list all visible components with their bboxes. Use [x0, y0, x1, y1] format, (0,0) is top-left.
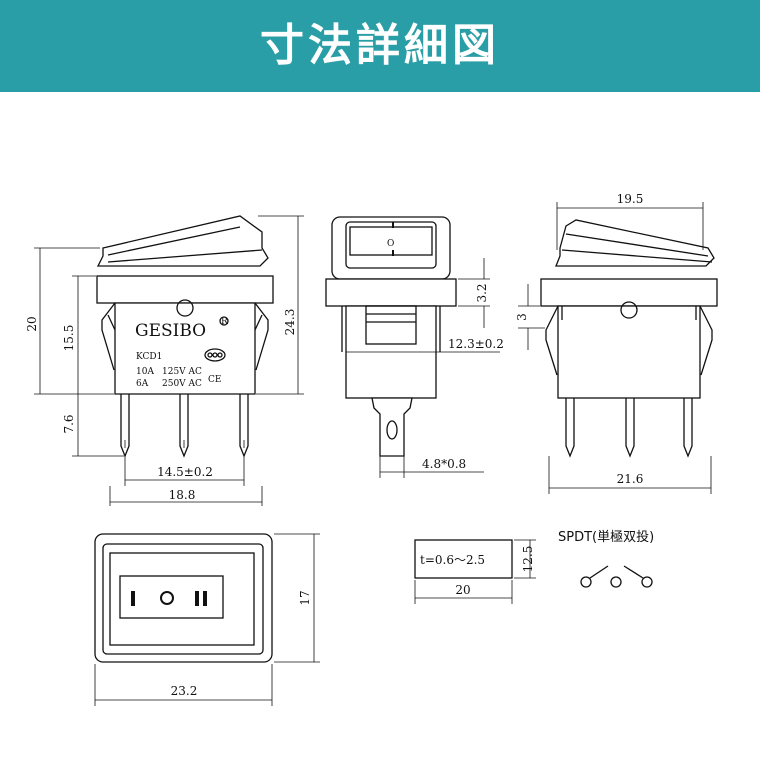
page-title: 寸法詳細図 — [260, 20, 500, 71]
dim-bottom-width: 21.6 — [617, 472, 644, 486]
brand-label: GESIBO — [135, 321, 206, 341]
panel-width: 20 — [455, 583, 470, 597]
dim-12-3: 12.3±0.2 — [448, 337, 504, 351]
spdt-label: SPDT(単極双投) — [558, 529, 654, 545]
rating-2a: 6A — [136, 379, 149, 389]
rocker-mark-o: O — [387, 239, 394, 249]
rating-1b: 125V AC — [162, 367, 202, 377]
dim-pin-width: 4.8*0.8 — [422, 457, 466, 471]
spdt-symbol: SPDT(単極双投) — [558, 529, 654, 588]
panel-thickness: t=0.6～2.5 — [420, 553, 485, 567]
dim-pin-span: 14.5±0.2 — [157, 465, 213, 479]
dim-top-width: 23.2 — [171, 684, 198, 698]
right-view: 19.5 3 21.6 — [515, 192, 718, 494]
dim-width: 18.8 — [169, 488, 196, 502]
dim-3-2: 3.2 — [475, 283, 489, 302]
model-label: KCD1 — [136, 352, 162, 362]
top-view: 23.2 17 — [94, 533, 320, 706]
dim-top-height: 17 — [298, 590, 312, 605]
dim-top-width: 19.5 — [617, 192, 644, 206]
front-view: GESIBO R KCD1 10A 125V AC 6A 250V AC CE … — [25, 215, 304, 506]
panel-height: 12.5 — [521, 546, 535, 573]
dim-overall-height: 24.3 — [283, 309, 297, 336]
rating-2b: 250V AC — [162, 379, 202, 389]
header-banner: 寸法詳細図 — [0, 0, 760, 92]
ce-mark: CE — [208, 375, 221, 385]
side-view: O 3.2 12.3±0.2 — [325, 216, 504, 478]
dim-pin-length: 7.6 — [62, 414, 76, 433]
panel-cutout: t=0.6～2.5 20 12.5 — [414, 539, 536, 604]
rating-1a: 10A — [136, 367, 154, 377]
dim-height-total: 20 — [25, 316, 39, 331]
dim-3: 3 — [515, 313, 529, 321]
registered-mark: R — [221, 317, 228, 327]
dim-body-height: 15.5 — [62, 325, 76, 352]
